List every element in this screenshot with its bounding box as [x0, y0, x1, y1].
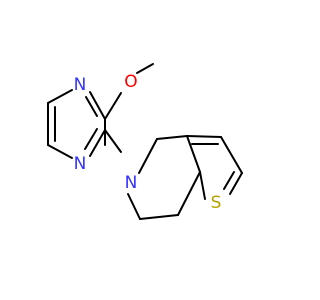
bond-ch2a-c3a	[156, 135, 188, 140]
bond-c3-c2t	[220, 136, 243, 174]
molecule-diagram: O N N N S	[47, 63, 243, 220]
bond-o-c2	[104, 92, 122, 120]
atom-n-pyrazine-bottom: N	[74, 154, 87, 174]
bond-c2t-s	[229, 172, 243, 195]
bond-ch3-o	[136, 63, 154, 74]
bond-c3a-c3	[186, 135, 222, 138]
bond-c3-namine	[104, 129, 122, 153]
bond-ch2b-ch2c	[139, 214, 179, 220]
bond-n4-c3-double	[84, 128, 98, 150]
atom-o: O	[124, 72, 137, 92]
bond-n4-c3	[89, 129, 106, 157]
bond-c7a-ch2b	[177, 171, 201, 216]
bond-c2t-c2t-double	[223, 171, 235, 190]
atom-s: S	[211, 193, 222, 213]
atom-n-pyrazine-top: N	[74, 75, 87, 95]
atom-n-amine: N	[125, 173, 138, 193]
bond-c3a-c7a	[186, 135, 201, 173]
bond-s-c7a	[199, 171, 206, 200]
bond-ch2c-namine	[127, 193, 141, 220]
bond-c2-n1	[89, 91, 106, 120]
bond-c5-n4	[47, 144, 73, 159]
structure-svg: O N N N S	[47, 63, 243, 220]
bond-namine-ch2a	[138, 138, 158, 174]
bond-c2-n1-double	[85, 96, 98, 117]
bond-n1-c6	[47, 89, 73, 104]
